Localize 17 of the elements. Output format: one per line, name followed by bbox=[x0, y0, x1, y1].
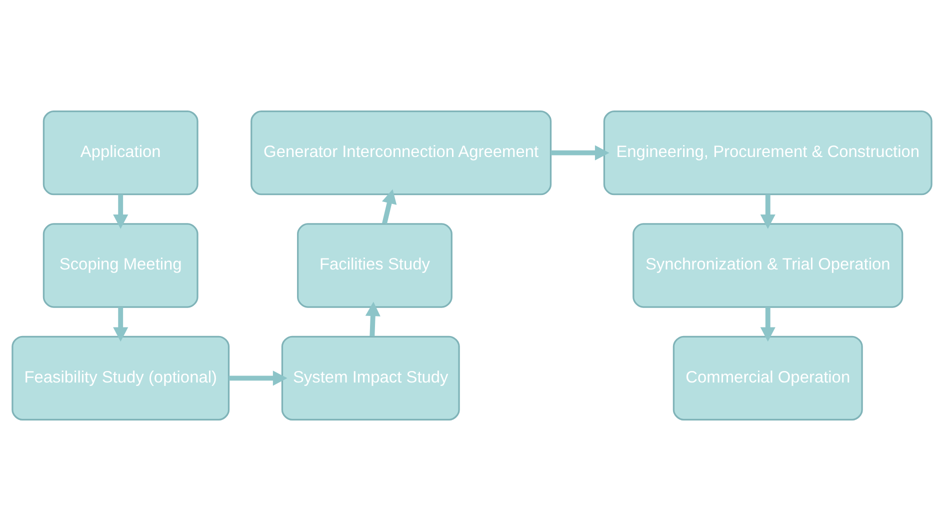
arrow bbox=[228, 370, 288, 386]
arrow bbox=[113, 307, 128, 342]
node-box: Generator Interconnection Agreement bbox=[250, 110, 552, 196]
node-box: Facilities Study bbox=[297, 223, 452, 308]
node-box: Engineering, Procurement & Construction bbox=[603, 110, 932, 196]
node-box: Commercial Operation bbox=[672, 336, 863, 421]
node-box: Synchronization & Trial Operation bbox=[632, 223, 904, 308]
node-box: Feasibility Study (optional) bbox=[12, 336, 230, 421]
node-box: System Impact Study bbox=[281, 336, 460, 421]
arrow bbox=[550, 145, 610, 160]
node-box: Application bbox=[42, 110, 198, 196]
arrow bbox=[382, 189, 397, 224]
arrow bbox=[760, 194, 776, 229]
arrow bbox=[760, 307, 776, 342]
arrow bbox=[113, 194, 128, 229]
node-box: Scoping Meeting bbox=[42, 223, 198, 308]
arrow bbox=[365, 302, 380, 336]
